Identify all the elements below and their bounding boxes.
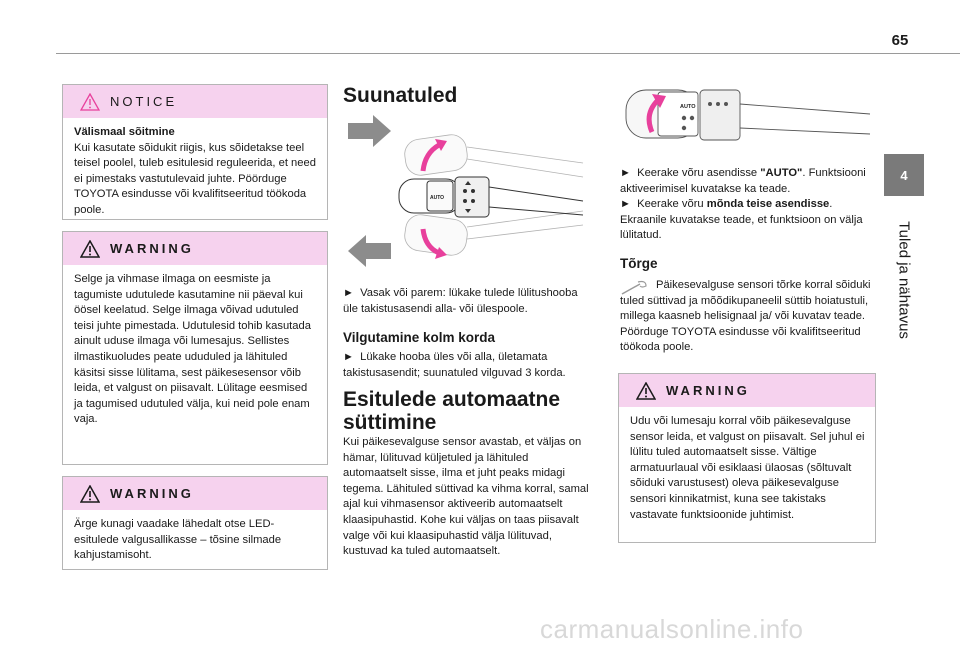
warning-box-led: WARNING Ärge kunagi vaadake lähedalt ots… (62, 476, 328, 570)
torge-text: Päikesevalguse sensori tõrke korral sõid… (620, 279, 871, 323)
other-position-label: mõnda teise asendisse (706, 198, 830, 211)
header-rule (56, 53, 960, 54)
notice-title: NOTICE (110, 94, 178, 109)
chapter-tab[interactable]: 4 (884, 154, 924, 196)
warning-triangle-icon (636, 381, 656, 400)
section-title-suunatuled: Suunatuled (343, 84, 458, 107)
warning-title: WARNING (666, 383, 750, 398)
chapter-number: 4 (900, 167, 908, 183)
auto-lights-text: Kui päikesevalguse sensor avastab, et vä… (343, 436, 589, 558)
ring-auto-label: AUTO (680, 104, 696, 110)
vilgutamine-paragraph: ► Lükake hooba üles või alla, ületamata … (343, 351, 566, 379)
notice-header: NOTICE (63, 85, 327, 118)
warning-box-fog: WARNING Selge ja vihmase ilmaga on eesmi… (62, 231, 328, 465)
warning-text: Udu või lumesaju korral võib päikesevalg… (630, 415, 865, 521)
page-number: 65 (891, 32, 909, 49)
torge-contact-text: Pöörduge TOYOTA esindusse või kvalifitse… (620, 325, 861, 354)
subheading-vilgutamine: Vilgutamine kolm korda (343, 330, 496, 345)
caution-triangle-icon (80, 92, 100, 111)
warning-text: Selge ja vihmase ilmaga on eesmiste ja t… (74, 273, 311, 426)
chapter-label: Tuled ja nähtavus (895, 221, 913, 339)
warning-title: WARNING (110, 241, 194, 256)
auto-activation-paragraph: ► Keerake võru asendisse "AUTO". Funktsi… (620, 167, 866, 242)
warning-header: WARNING (63, 477, 327, 510)
vilgutamine-text: Lükake hooba üles või alla, ületamata ta… (343, 351, 566, 379)
watermark: carmanualsonline.info (540, 614, 804, 644)
notice-heading: Välismaal sõitmine (74, 126, 175, 138)
torge-paragraph: Päikesevalguse sensori tõrke korral sõid… (620, 278, 875, 356)
down-arrow-icon (420, 228, 441, 256)
auto-mode-label: "AUTO" (760, 167, 803, 179)
warning-header: WARNING (619, 374, 875, 407)
suunatuled-paragraph: ► Vasak või parem: lükake tulede lülitus… (343, 287, 578, 315)
up-arrow-icon (420, 142, 441, 172)
turn-right-arrow-icon (348, 115, 391, 147)
stalk-auto-label: AUTO (430, 195, 444, 201)
turn-left-arrow-icon (348, 235, 391, 267)
auto-ring-illustration: AUTO (625, 89, 871, 141)
warning-box-sensor: WARNING Udu või lumesaju korral võib päi… (618, 373, 876, 543)
notice-box: NOTICE Välismaal sõitmine Kui kasutate s… (62, 84, 328, 220)
warning-triangle-icon (80, 484, 100, 503)
wrench-icon (621, 280, 647, 295)
warning-header: WARNING (63, 232, 327, 265)
rotate-arrow-icon (646, 98, 660, 134)
notice-text: Kui kasutate sõidukit riigis, kus sõidet… (74, 141, 316, 216)
turn-signal-stalk-illustration: AUTO (348, 115, 584, 267)
warning-title: WARNING (110, 486, 194, 501)
warning-text: Ärge kunagi vaadake lähedalt otse LED-es… (74, 518, 282, 562)
warning-triangle-icon (80, 239, 100, 258)
subheading-torge: Tõrge (620, 256, 658, 271)
suunatuled-text: Vasak või parem: lükake tulede lülitusho… (343, 287, 578, 315)
